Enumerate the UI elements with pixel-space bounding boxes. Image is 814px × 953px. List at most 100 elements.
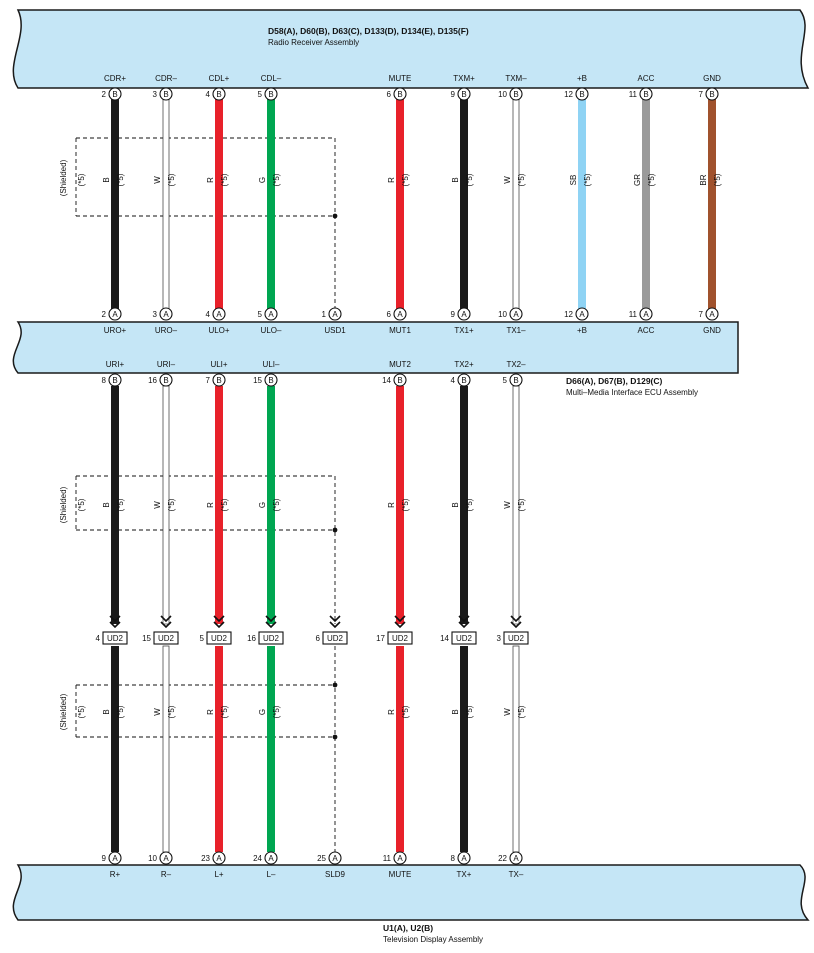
pin-circle (509, 87, 523, 101)
ecu-lower-signal-label: TX2+ (454, 360, 474, 369)
pin-connector-letter: A (579, 310, 585, 319)
junction-code: UD2 (107, 634, 124, 643)
chevron-down-icon (510, 621, 522, 629)
pin-connector-letter: A (709, 310, 715, 319)
wire-color-code: W (153, 708, 162, 716)
pin-connector-letter: A (112, 854, 118, 863)
pin-connector-letter: A (513, 310, 519, 319)
splice-dot (332, 734, 338, 740)
lower-wire-lower-segment (111, 646, 119, 852)
note-mark: (*5) (220, 173, 229, 186)
radio-pin: B2 (102, 87, 122, 101)
upper-wire (215, 95, 223, 314)
pin-connector-letter: A (643, 310, 649, 319)
tv-display-title: U1(A), U2(B) Television Display Assembly (383, 923, 483, 944)
pin-connector-letter: A (268, 854, 274, 863)
wire-color-code: B (451, 177, 460, 182)
junction-box (451, 631, 477, 645)
tv-pin: A25 (317, 851, 342, 865)
pin-number: 10 (498, 90, 507, 99)
junction-code: UD2 (211, 634, 228, 643)
upper-wire (642, 95, 650, 314)
note-mark: (*5) (272, 173, 281, 186)
signal-labels: CDR+URO+B(*5)CDR–URO–W(*5)CDL+ULO+R(*5)C… (59, 74, 722, 879)
upper-wire (460, 95, 468, 314)
junction-box (102, 631, 128, 645)
junction-code: UD2 (508, 634, 525, 643)
radio-receiver-panel (12, 9, 810, 89)
chevron-down-icon (213, 615, 225, 623)
junction-pin-number: 6 (316, 634, 321, 643)
pin-number: 2 (102, 310, 107, 319)
ecu-lower-pin: B5 (503, 373, 523, 387)
junction-pin-number: 17 (376, 634, 385, 643)
pin-circle (457, 373, 471, 387)
ecu-lower-signal-label: TX2– (506, 360, 526, 369)
pin-connector-letter: B (163, 90, 168, 99)
lower-wire-lower-segment (512, 645, 520, 853)
lower-wire-upper-segment (396, 386, 404, 624)
pin-connector-letter: B (216, 90, 221, 99)
radio-signal-label: GND (703, 74, 721, 83)
pin-connector-letter: B (513, 90, 518, 99)
pin-circle (575, 87, 589, 101)
tv-display-codes: U1(A), U2(B) (383, 923, 433, 933)
wire-color-code: R (387, 177, 396, 183)
junction-code: UD2 (392, 634, 409, 643)
pin-circle (159, 307, 173, 321)
ecu-lower-signal-label: MUT2 (389, 360, 411, 369)
radio-receiver-title: D58(A), D60(B), D63(C), D133(D), D134(E)… (268, 26, 469, 47)
pin-number: 23 (201, 854, 210, 863)
wire-color-code: G (258, 177, 267, 183)
wire-color-code: B (451, 709, 460, 714)
lower-wire-upper-segment (215, 386, 223, 624)
lower-wire-lower-segment (396, 646, 404, 852)
note-mark: (*5) (272, 498, 281, 511)
note-mark: (*5) (647, 173, 656, 186)
pin-circle (509, 851, 523, 865)
ecu-lower-signal-label: URI+ (106, 360, 125, 369)
note-mark: (*5) (77, 498, 86, 511)
pin-number: 1 (322, 310, 327, 319)
lower-wire-lower-segment (215, 646, 223, 852)
pin-circle (457, 851, 471, 865)
pin-connector-letter: A (216, 310, 222, 319)
pin-connector-letter: A (397, 310, 403, 319)
note-mark: (*5) (401, 498, 410, 511)
tv-signal-label: L+ (214, 870, 223, 879)
pin-connector-letter: A (397, 854, 403, 863)
ecu-upper-pin: A5 (258, 307, 278, 321)
ecu-upper-pin: A4 (206, 307, 226, 321)
pin-circle (212, 373, 226, 387)
note-mark: (*5) (401, 705, 410, 718)
radio-signal-label: ACC (638, 74, 655, 83)
chevron-down-icon (265, 615, 277, 623)
pin-number: 11 (383, 854, 392, 863)
wire-color-code: W (153, 501, 162, 509)
ecu-upper-pin: A3 (153, 307, 173, 321)
pin-connector-letter: B (579, 90, 584, 99)
pin-circle (264, 851, 278, 865)
pin-connector-letter: A (163, 310, 169, 319)
pin-circle (393, 851, 407, 865)
tv-pin: A9 (102, 851, 122, 865)
radio-receiver-codes: D58(A), D60(B), D63(C), D133(D), D134(E)… (268, 26, 469, 36)
radio-pin: B9 (451, 87, 471, 101)
note-mark: (*5) (167, 173, 176, 186)
pin-number: 5 (503, 376, 508, 385)
radio-pin: B6 (387, 87, 407, 101)
pin-connector-letter: A (513, 854, 519, 863)
pin-number: 2 (102, 90, 107, 99)
pin-circle (509, 307, 523, 321)
radio-signal-label: TXM– (505, 74, 527, 83)
ecu-upper-pin: A12 (564, 307, 589, 321)
chevron-down-icon (458, 615, 470, 623)
ecu-signal-label: MUT1 (389, 326, 411, 335)
wire-color-code: R (387, 502, 396, 508)
tv-display-name: Television Display Assembly (383, 935, 483, 944)
junction-code: UD2 (263, 634, 280, 643)
pin-circle (705, 87, 719, 101)
pin-circle (639, 307, 653, 321)
pin-circle (108, 851, 122, 865)
wire-color-code: GR (633, 174, 642, 186)
